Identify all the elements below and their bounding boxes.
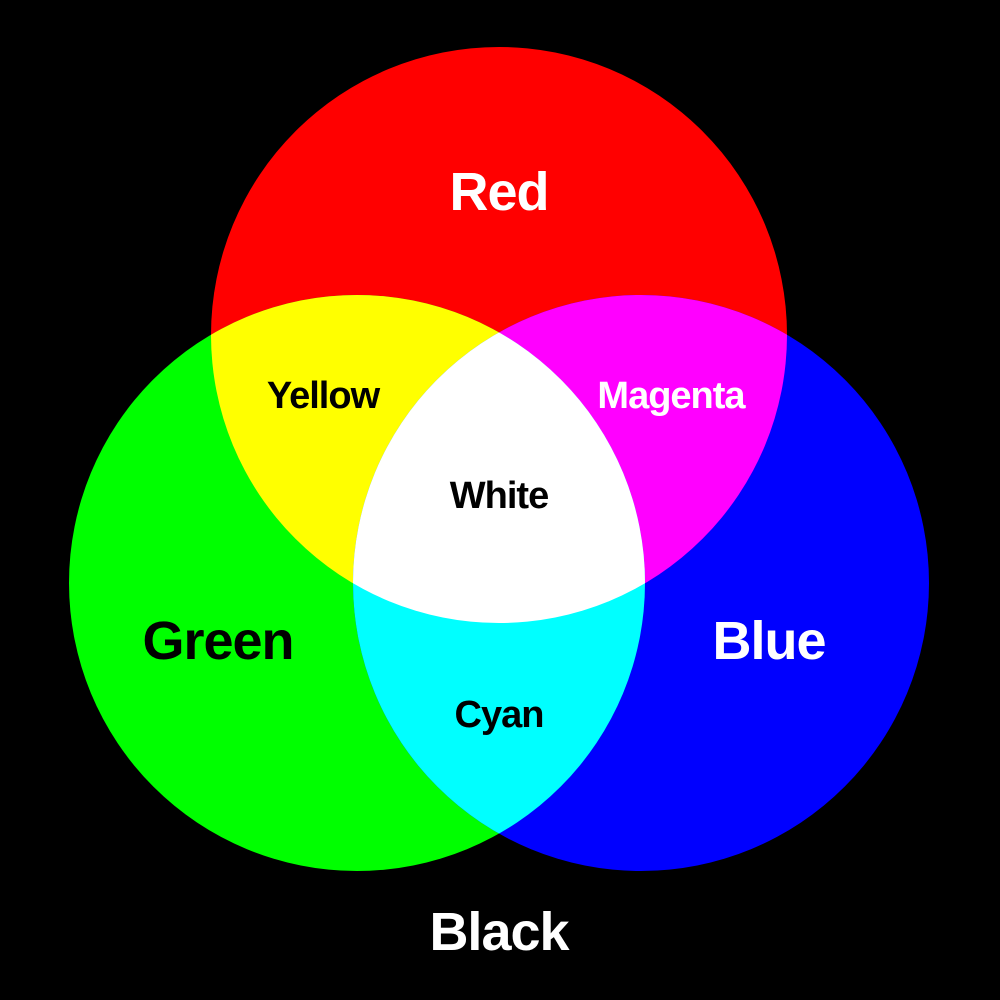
black-label: Black <box>429 902 570 962</box>
cyan-label: Cyan <box>455 694 544 736</box>
white-label: White <box>450 475 548 517</box>
magenta-label: Magenta <box>597 375 746 417</box>
white-region <box>353 295 645 623</box>
yellow-label: Yellow <box>267 375 381 417</box>
white-region-outer <box>353 295 645 623</box>
blue-label: Blue <box>712 611 825 671</box>
red-label: Red <box>449 162 548 222</box>
green-label: Green <box>142 611 293 671</box>
white-region-inner <box>353 295 645 623</box>
